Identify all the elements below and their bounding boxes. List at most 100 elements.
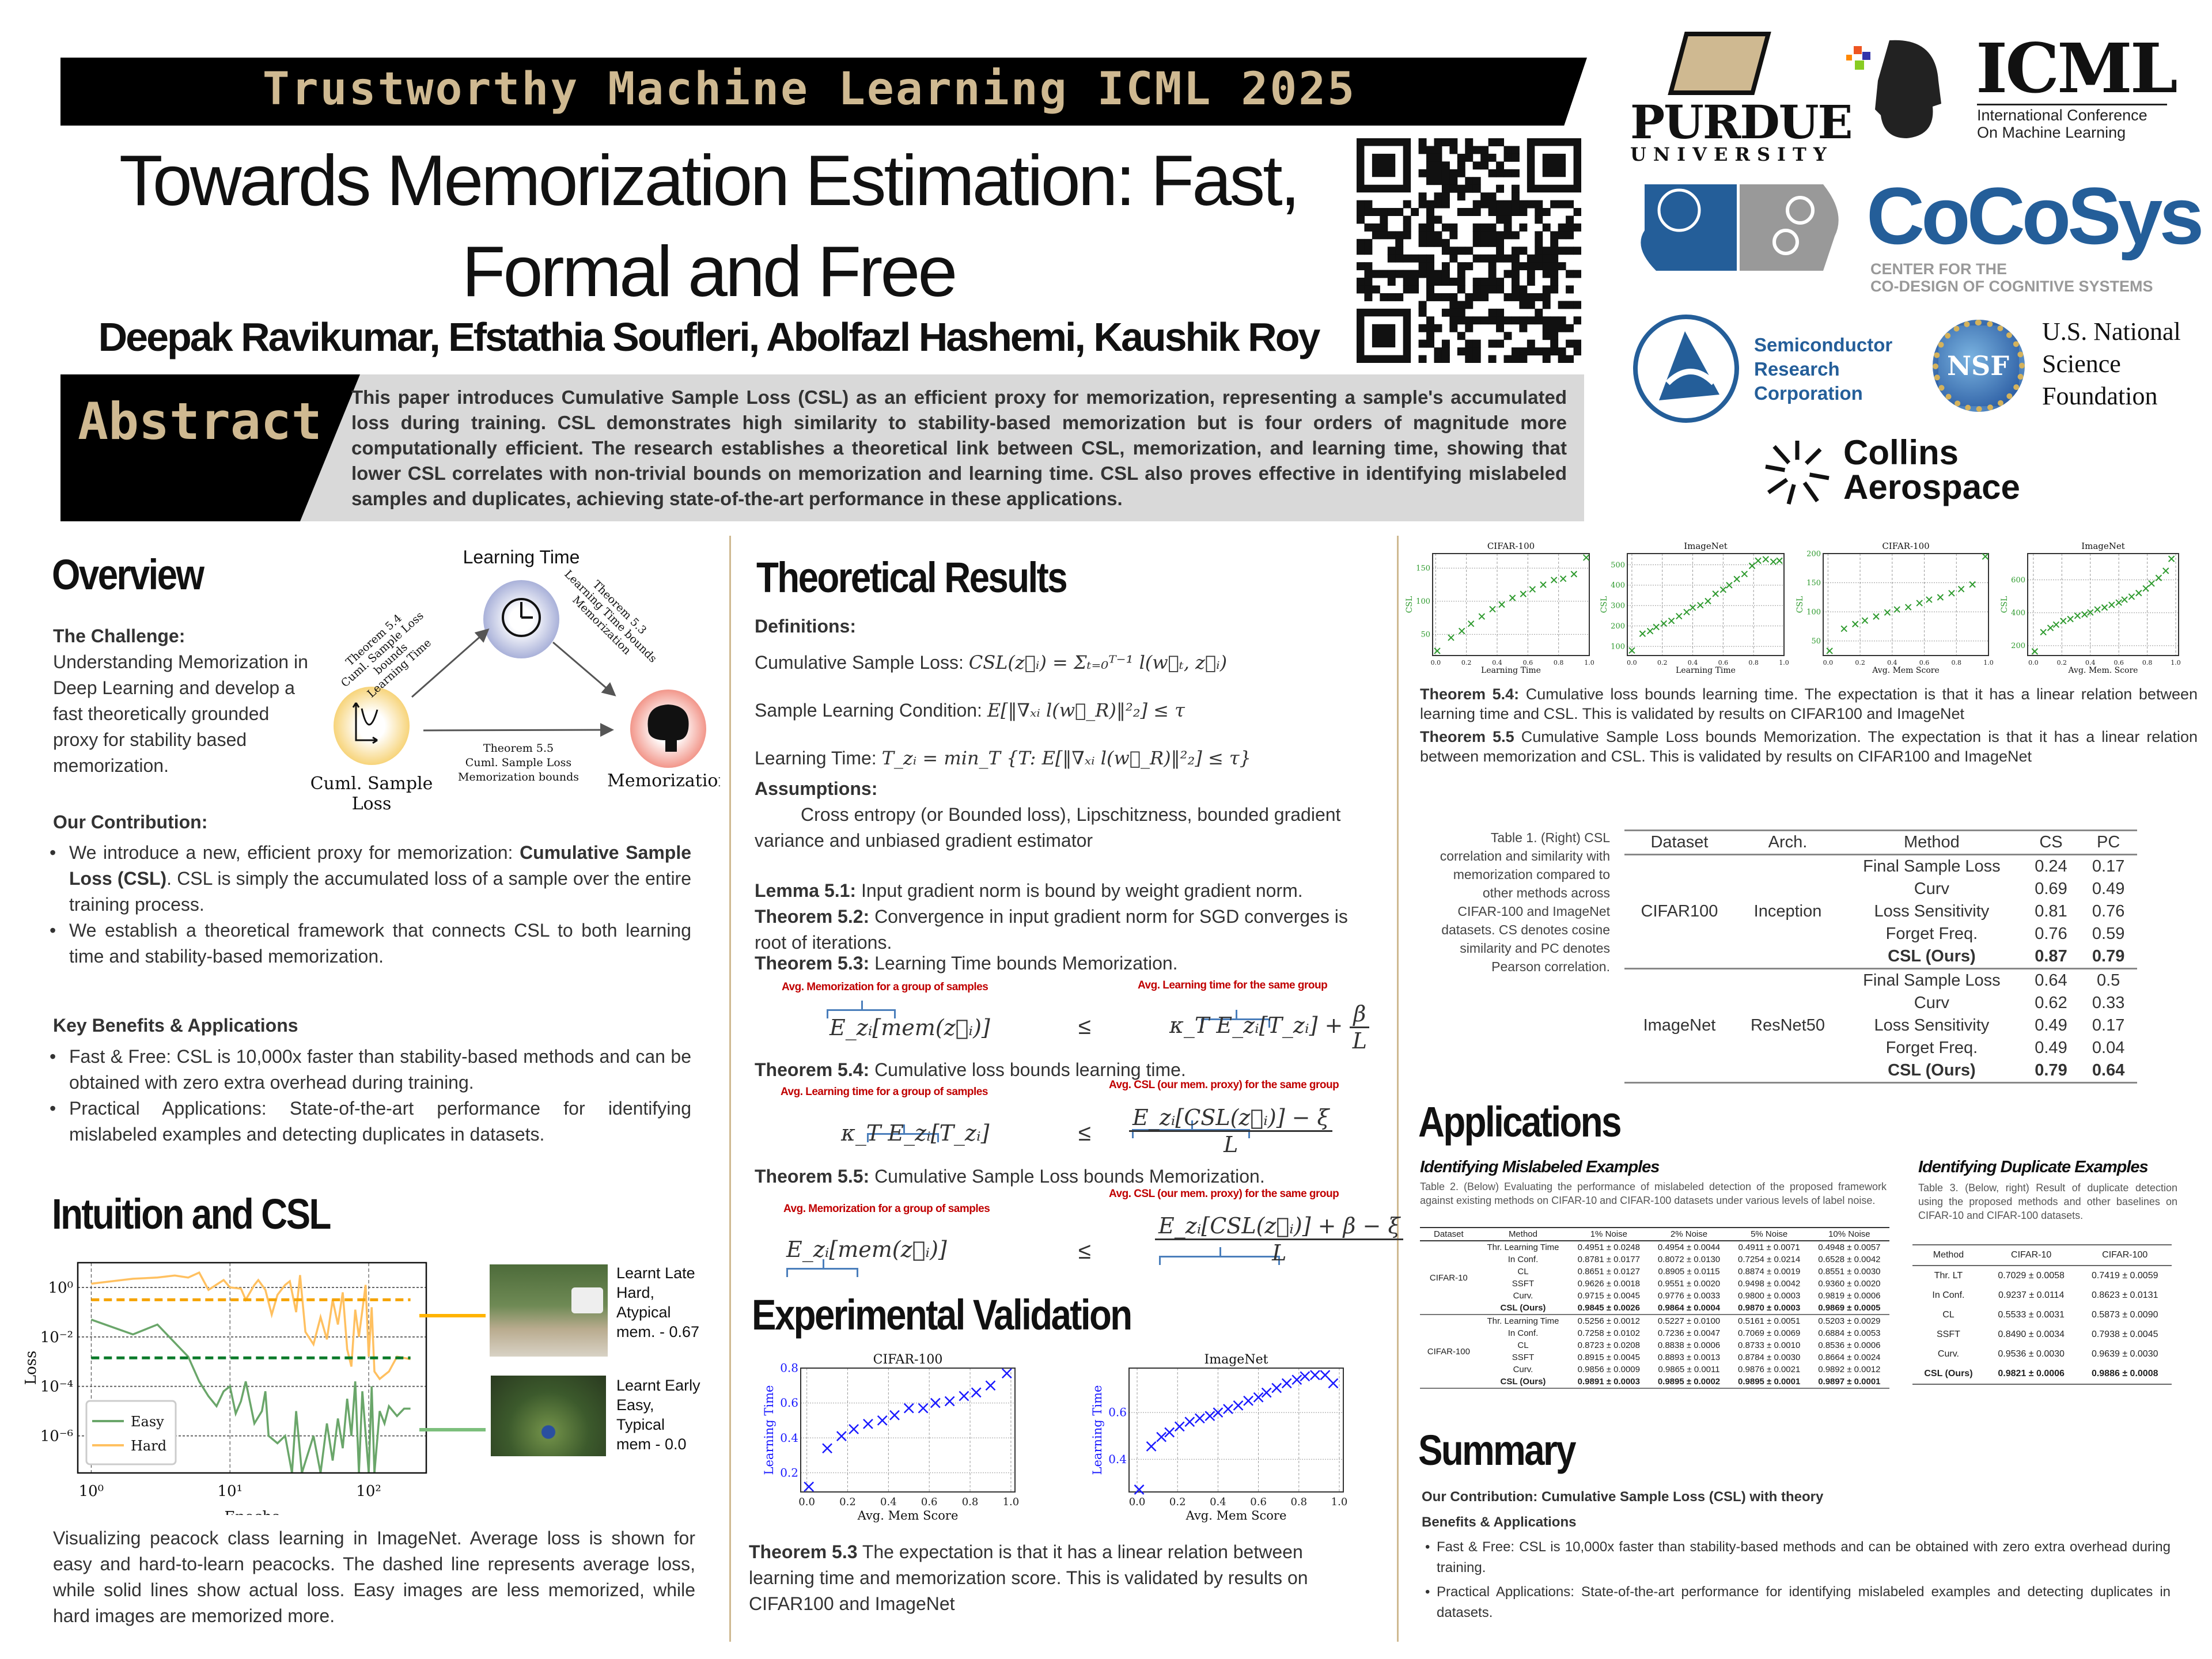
value-cell: 0.24 <box>2035 857 2067 876</box>
qr-module <box>1403 270 1411 278</box>
y-tick-label: 10⁰ <box>48 1279 73 1297</box>
qr-module <box>1566 285 1574 294</box>
qr-module <box>1434 355 1442 363</box>
qr-module <box>1457 270 1465 278</box>
qr-module <box>1503 146 1512 154</box>
qr-module <box>1511 184 1520 193</box>
qr-module <box>1488 231 1497 240</box>
easy-peacock-image <box>491 1376 606 1456</box>
nsf-line3: Foundation <box>2042 382 2158 410</box>
data-point <box>1705 597 1711 605</box>
value-cell: 0.8536 ± 0.0006 <box>1818 1340 1881 1350</box>
qr-module <box>1511 262 1520 271</box>
node-csl-label: Loss <box>352 794 392 814</box>
qr-module <box>1441 278 1450 286</box>
data-point <box>2162 567 2169 574</box>
qr-module <box>1465 293 1474 301</box>
qr-module <box>1496 316 1505 325</box>
qr-module <box>1418 308 1427 317</box>
qr-module <box>1496 285 1505 294</box>
method-cell: CSL (Ours) <box>1924 1369 1973 1378</box>
data-point <box>1213 1407 1224 1418</box>
lemma-5-1: Lemma 5.1: Input gradient norm is bound … <box>755 878 1382 904</box>
method-cell: SSFT <box>1512 1353 1535 1362</box>
qr-module <box>1480 278 1489 286</box>
abstract-label: Abstract <box>78 392 322 451</box>
qr-module <box>1558 324 1566 332</box>
qr-module <box>1380 270 1388 278</box>
method-cell: Curv. <box>1513 1365 1533 1374</box>
value-cell: 0.49 <box>2035 1039 2067 1057</box>
qr-module <box>1449 138 1458 146</box>
value-cell: 0.8874 ± 0.0019 <box>1738 1267 1801 1277</box>
qr-module <box>1403 215 1411 224</box>
data-point <box>1582 554 1590 561</box>
qr-module <box>1395 231 1404 240</box>
qr-module <box>1387 293 1396 301</box>
qr-module <box>1496 324 1505 332</box>
qr-module <box>1511 153 1520 162</box>
nsf-line1: U.S. National <box>2042 317 2181 346</box>
qr-module <box>1441 177 1450 185</box>
qr-module <box>1558 355 1566 363</box>
list-item: Fast & Free: CSL is 10,000x faster than … <box>46 1044 691 1096</box>
qr-module <box>1418 146 1427 154</box>
method-cell: Loss Sensitivity <box>1874 1016 1990 1035</box>
qr-module <box>1503 316 1512 325</box>
qr-module <box>1449 324 1458 332</box>
qr-module <box>1527 316 1535 325</box>
applications-heading: Applications <box>1418 1098 1622 1146</box>
x-tick-label: 0.6 <box>2113 659 2124 666</box>
y-tick-label: 100 <box>1806 608 1821 616</box>
theorem-text: Cumulative Sample Loss bounds Memorizati… <box>869 1166 1265 1187</box>
qr-module <box>1535 231 1543 240</box>
qr-module <box>1418 169 1427 177</box>
data-point <box>2148 580 2155 587</box>
data-point <box>985 1380 996 1391</box>
qr-module <box>1441 200 1450 209</box>
qr-module <box>1387 247 1396 255</box>
data-point <box>1448 634 1455 641</box>
qr-code[interactable] <box>1357 138 1581 363</box>
value-cell: 0.8623 ± 0.0131 <box>2091 1290 2158 1300</box>
qr-module <box>1535 347 1543 356</box>
qr-module <box>1426 293 1434 301</box>
qr-module <box>1426 270 1434 278</box>
data-point <box>944 1396 955 1407</box>
value-cell: 0.7938 ± 0.0045 <box>2091 1330 2158 1339</box>
y-tick-label: 0.4 <box>780 1431 798 1445</box>
qr-module <box>1519 316 1528 325</box>
method-cell: CSL (Ours) <box>1888 1061 1976 1080</box>
data-point <box>1639 630 1646 637</box>
method-cell: CL <box>1517 1340 1529 1350</box>
qr-module <box>1496 200 1505 209</box>
qr-module <box>1535 247 1543 255</box>
qr-module <box>1426 200 1434 209</box>
lemma-label: Lemma 5.1: <box>755 880 857 901</box>
hard-peacock-image <box>490 1264 608 1357</box>
qr-module <box>1387 208 1396 216</box>
column-header: 2% Noise <box>1670 1229 1708 1239</box>
collins-sunburst-icon <box>1765 441 1830 505</box>
list-item: Practical Applications: State-of-the-art… <box>1422 1582 2171 1623</box>
qr-module <box>1426 161 1434 170</box>
summary-list: Fast & Free: CSL is 10,000x faster than … <box>1422 1537 2171 1623</box>
data-point <box>1916 600 1923 607</box>
eq55-lhs: E_zᵢ[mem(z⃗ᵢ)] <box>786 1237 947 1262</box>
x-tick-label: 0.8 <box>962 1496 979 1508</box>
data-point <box>1873 613 1880 620</box>
qr-module <box>1372 270 1380 278</box>
qr-module <box>1480 231 1489 240</box>
qr-module <box>1519 293 1528 301</box>
data-point <box>1529 586 1536 593</box>
qr-module <box>1542 262 1551 271</box>
chart-title: ImageNet <box>1205 1353 1268 1367</box>
src-line2: Research <box>1754 358 1840 380</box>
theorem-label: Theorem 5.2: <box>755 906 870 927</box>
x-tick-label: 0.2 <box>2057 659 2067 666</box>
qr-module <box>1434 138 1442 146</box>
qr-module <box>1496 208 1505 216</box>
